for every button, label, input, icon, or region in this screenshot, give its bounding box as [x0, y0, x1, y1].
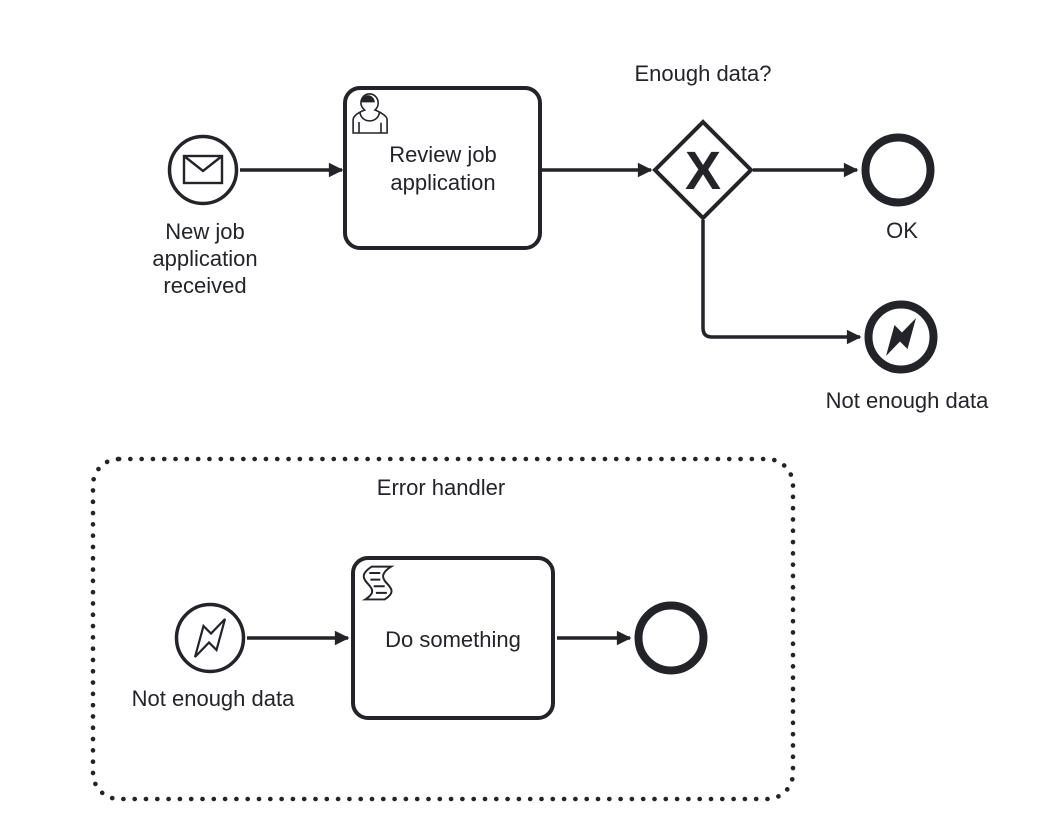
sequence-flows	[240, 162, 862, 646]
group-error-handler-label: Error handler	[377, 475, 505, 500]
svg-text:application: application	[152, 246, 257, 271]
task-review-label: application	[390, 170, 495, 195]
gateway-enough-data[interactable]: X	[652, 119, 754, 221]
lightning-bolt-icon	[193, 618, 227, 658]
start-event-not-enough-data[interactable]	[174, 602, 246, 674]
user-icon	[352, 93, 388, 134]
task-review-label: Review job	[389, 142, 497, 167]
svg-text:New job: New job	[165, 219, 244, 244]
end-event-error-label: Not enough data	[826, 388, 989, 413]
lightning-bolt-icon	[886, 318, 916, 356]
exclusive-x-marker: X	[685, 141, 721, 201]
message-envelope-icon	[182, 154, 224, 185]
end-event-ok[interactable]	[861, 133, 935, 207]
gateway-label: Enough data?	[634, 61, 771, 86]
start-event-error-label: Not enough data	[132, 686, 295, 711]
task-do-something[interactable]: Do something	[351, 556, 555, 720]
start-event-new-application[interactable]	[167, 134, 239, 206]
start-event-label: New job application received	[152, 219, 257, 298]
task-do-something-label: Do something	[385, 627, 521, 652]
task-review-job-application[interactable]: Review job application	[343, 86, 542, 250]
end-event-error-handler[interactable]	[634, 601, 708, 675]
flow-gateway-to-error-end[interactable]	[701, 220, 862, 345]
script-icon	[361, 565, 395, 601]
end-event-ok-label: OK	[886, 218, 918, 243]
end-event-not-enough-data[interactable]	[864, 300, 938, 374]
svg-text:received: received	[163, 273, 246, 298]
